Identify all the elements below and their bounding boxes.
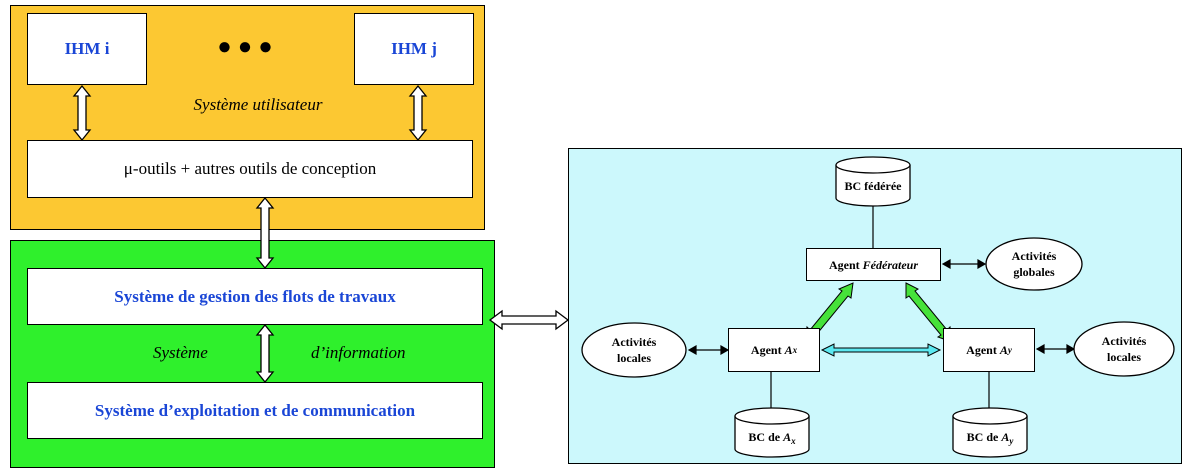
agent-y-prefix: Agent (966, 343, 1000, 357)
agent-x-sub: x (792, 344, 798, 355)
ihm-i-box[interactable]: IHM i (27, 13, 147, 85)
bc-ay-sub: y (1009, 436, 1014, 447)
activites-locales-left-ellipse (581, 322, 687, 378)
ihm-j-label: IHM j (391, 39, 437, 58)
workflow-system-box[interactable]: Système de gestion des flots de travaux (27, 268, 483, 325)
arrow-agent-x-agent-y (820, 343, 942, 357)
arrow-ihm-i-tools (72, 84, 92, 142)
activites-locales-left-label: Activités locales (582, 334, 686, 366)
activites-locales-left-line1: Activités (611, 335, 657, 349)
bc-federee-label: BC fédérée (844, 179, 902, 193)
agent-federateur-box[interactable]: Agent Fédérateur (806, 248, 941, 281)
activites-locales-right-label: Activités locales (1074, 333, 1174, 365)
user-system-label: Système utilisateur (193, 95, 323, 114)
tools-label: μ-outils + autres outils de conception (123, 159, 377, 178)
activites-globales-line2: globales (1013, 265, 1055, 279)
agent-x-name: A (784, 343, 793, 357)
activites-locales-right-line1: Activités (1101, 334, 1147, 348)
arrow-workflow-os (255, 323, 275, 384)
agent-federateur-name: Fédérateur (862, 257, 918, 272)
activites-globales-ellipse (985, 237, 1083, 291)
bc-ax-name: A (783, 430, 792, 444)
bc-ay-prefix: BC de (966, 430, 1002, 444)
bc-ay-name: A (1001, 430, 1010, 444)
arrow-tools-workflow (255, 196, 275, 270)
information-label-right: d’information (311, 343, 406, 362)
tools-box[interactable]: μ-outils + autres outils de conception (27, 140, 473, 198)
ihm-j-box[interactable]: IHM j (354, 13, 474, 85)
activites-locales-right-line2: locales (1107, 350, 1141, 364)
bc-ay-cylinder (952, 416, 1028, 458)
information-label-left: Système (153, 343, 208, 362)
agent-y-name: A (999, 343, 1008, 357)
bc-ax-cylinder (734, 416, 810, 458)
bc-ax-prefix: BC de (748, 430, 784, 444)
agent-federateur-prefix: Agent (828, 257, 863, 272)
activites-locales-left-line2: locales (617, 351, 651, 365)
activites-globales-label: Activités globales (986, 248, 1082, 280)
bc-federee-cylinder (835, 165, 911, 207)
arrow-ihm-j-tools (408, 84, 428, 142)
os-communication-box[interactable]: Système d’exploitation et de communicati… (27, 382, 483, 439)
ihm-i-label: IHM i (64, 39, 110, 58)
bc-ax-label: BC de Ax (735, 429, 809, 450)
activites-locales-right-ellipse (1073, 321, 1175, 377)
workflow-system-label: Système de gestion des flots de travaux (114, 286, 396, 306)
bc-ax-sub: x (791, 436, 796, 447)
bc-ay-label: BC de Ay (953, 429, 1027, 450)
activites-globales-line1: Activités (1011, 249, 1057, 263)
agent-y-sub: y (1007, 344, 1012, 355)
agent-x-prefix: Agent (750, 343, 785, 357)
os-communication-label: Système d’exploitation et de communicati… (94, 400, 416, 420)
ellipsis-dots: ● ● ● (217, 34, 273, 60)
arrow-workflow-agents (488, 309, 570, 331)
